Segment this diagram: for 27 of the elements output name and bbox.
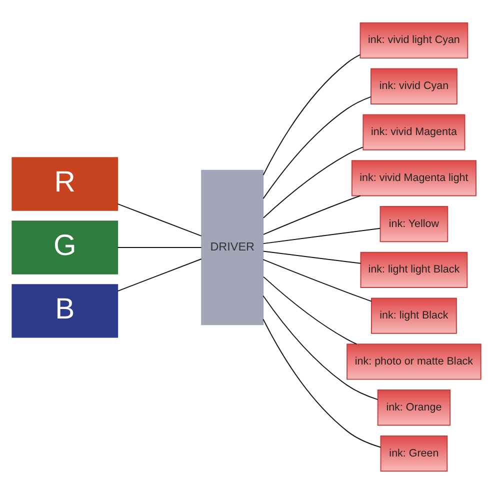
connector <box>117 246 202 248</box>
node-box: ink: vivid Magenta light <box>351 160 476 196</box>
connector <box>117 202 202 236</box>
node-box: ink: vivid Magenta <box>362 114 466 150</box>
node-box: ink: Yellow <box>380 206 448 242</box>
connector <box>263 276 358 344</box>
connector <box>263 194 361 234</box>
node-box: DRIVER <box>201 169 264 325</box>
node-box: ink: light light Black <box>360 251 468 288</box>
node-box: R <box>12 156 118 210</box>
node-box: ink: Green <box>380 434 448 472</box>
connector <box>262 294 378 400</box>
node-box: ink: light Black <box>371 297 457 334</box>
node-box: G <box>12 220 118 274</box>
connector <box>262 96 372 199</box>
connector <box>262 146 364 218</box>
node-box: ink: vivid light Cyan <box>360 22 468 58</box>
node-box: ink: Orange <box>377 389 451 426</box>
connector <box>117 258 202 292</box>
connector <box>262 227 381 244</box>
connector <box>262 318 382 448</box>
node-box: ink: vivid Cyan <box>370 68 458 104</box>
node-box: B <box>12 284 118 338</box>
connector <box>262 250 362 264</box>
node-box: ink: photo or matte Black <box>346 343 482 380</box>
connector <box>262 258 372 302</box>
connector <box>262 54 361 175</box>
